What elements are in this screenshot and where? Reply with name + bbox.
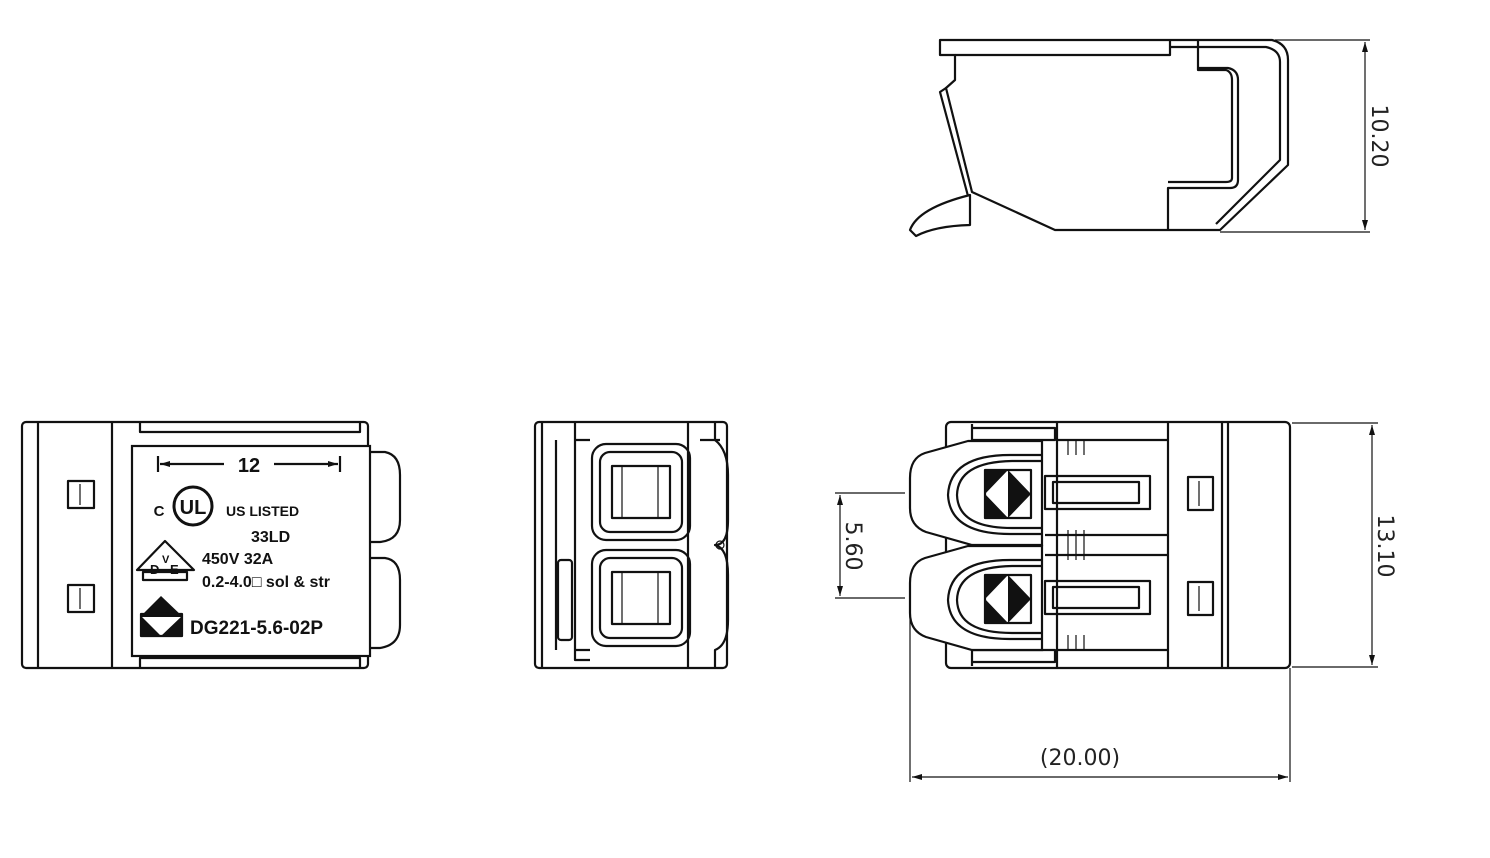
wire-range: 0.2-4.0□ sol & str bbox=[202, 574, 330, 591]
latch-window-icon bbox=[1186, 580, 1215, 617]
label-view: 12 UL C US LISTED 33LD 450V 32A 0.2-4.0□… bbox=[20, 420, 402, 670]
lever-tail bbox=[908, 193, 972, 238]
dim-front-height: 13.10 bbox=[1372, 515, 1397, 578]
dimension-side-height: 10.20 bbox=[1220, 39, 1391, 233]
svg-text:V: V bbox=[162, 554, 170, 566]
dim-pitch: 5.60 bbox=[840, 522, 865, 571]
svg-text:UL: UL bbox=[180, 497, 207, 519]
dimension-pitch: 5.60 bbox=[835, 492, 905, 599]
ul-code: 33LD bbox=[251, 529, 290, 546]
ul-listed: US LISTED bbox=[226, 503, 299, 519]
vde-logo-icon: D V E bbox=[135, 539, 196, 582]
lever-2[interactable] bbox=[908, 544, 1152, 652]
side-profile-view bbox=[908, 38, 1290, 238]
svg-text:E: E bbox=[170, 562, 179, 577]
latch-window-icon bbox=[66, 583, 96, 614]
lever-1[interactable] bbox=[908, 439, 1152, 547]
label-width-dim: 12 bbox=[238, 455, 260, 477]
latch-window-icon bbox=[66, 479, 96, 510]
wire-entry-view bbox=[533, 420, 730, 670]
ul-c: C bbox=[154, 503, 165, 520]
dim-overall-length: (20.00) bbox=[1040, 746, 1120, 771]
wire-entry-port bbox=[590, 442, 692, 542]
latch-window-icon bbox=[1186, 475, 1215, 512]
dimension-overall-length: (20.00) bbox=[909, 600, 1291, 782]
ul-logo: UL bbox=[172, 485, 214, 527]
brand-logo-icon bbox=[139, 596, 184, 638]
dimension-front-height: 13.10 bbox=[1292, 422, 1397, 668]
lever-top-view bbox=[908, 420, 1292, 670]
dim-side-height: 10.20 bbox=[1366, 105, 1391, 168]
rating: 450V 32A bbox=[202, 551, 274, 568]
part-number: DG221-5.6-02P bbox=[190, 618, 323, 639]
wire-entry-port bbox=[590, 548, 692, 648]
svg-text:D: D bbox=[150, 562, 159, 577]
